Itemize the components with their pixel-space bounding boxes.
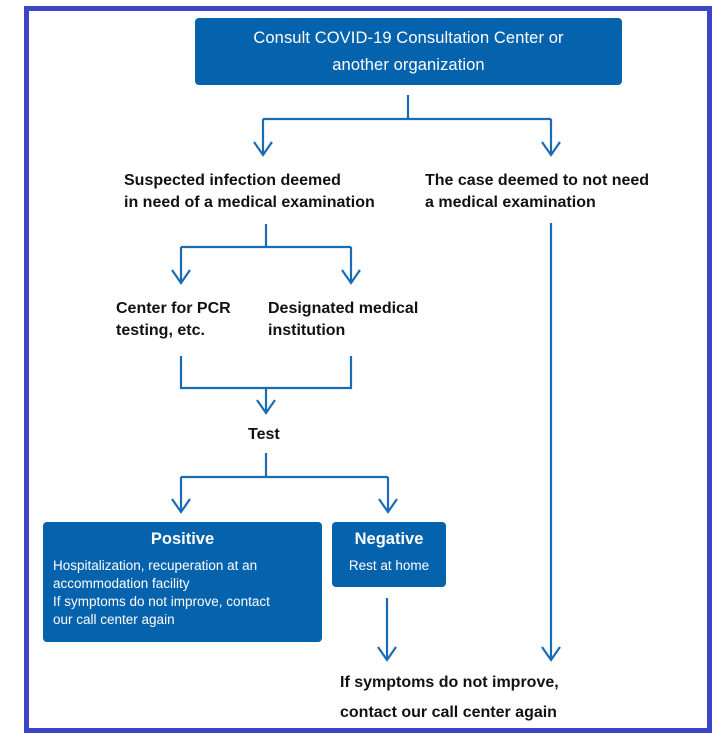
negative-body: Rest at home	[340, 557, 438, 575]
negative-title: Negative	[354, 530, 424, 548]
no-exam-node: The case deemed to not need a medical ex…	[425, 170, 649, 214]
body-line: our call center again	[53, 612, 175, 627]
arrowhead-to-suspected	[253, 141, 273, 157]
start-node-line: another organization	[332, 55, 485, 74]
negative-node: Negative Rest at home	[332, 522, 446, 587]
arrowhead-negative-final	[377, 646, 397, 662]
arrowhead-to-pcr	[171, 269, 191, 285]
body-line: accommodation facility	[53, 576, 190, 591]
arrowhead-to-no-exam	[541, 141, 561, 157]
node-line: in need of a medical examination	[124, 194, 375, 211]
connector-suspected-split	[181, 224, 351, 249]
arrowhead-to-positive	[171, 498, 191, 514]
node-line: testing, etc.	[116, 322, 205, 339]
pcr-center-node: Center for PCR testing, etc.	[116, 298, 231, 342]
connector-start-split	[263, 95, 551, 121]
node-line: Designated medical	[268, 300, 419, 317]
arrowhead-to-designated	[341, 269, 361, 285]
designated-institution-node: Designated medical institution	[268, 298, 418, 342]
node-line: If symptoms do not improve,	[340, 674, 559, 691]
final-node: If symptoms do not improve, contact our …	[340, 668, 559, 728]
node-line: Center for PCR	[116, 300, 231, 317]
node-line: The case deemed to not need	[425, 172, 650, 189]
node-line: contact our call center again	[340, 704, 557, 721]
connector-merge-test	[179, 356, 353, 412]
body-line: Rest at home	[348, 558, 430, 573]
start-node: Consult COVID-19 Consultation Center or …	[195, 18, 622, 85]
positive-title: Positive	[150, 530, 215, 548]
node-line: Suspected infection deemed	[124, 172, 341, 189]
body-line: If symptoms do not improve, contact	[53, 594, 270, 609]
connector-test-split	[181, 453, 388, 479]
arrowhead-to-negative	[378, 498, 398, 514]
body-line: Hospitalization, recuperation at an	[53, 558, 258, 573]
arrowhead-to-test	[256, 399, 276, 415]
suspected-infection-node: Suspected infection deemed in need of a …	[124, 170, 375, 214]
start-node-line: Consult COVID-19 Consultation Center or	[253, 28, 564, 47]
test-node: Test	[248, 426, 280, 443]
arrowhead-no-exam-final	[541, 646, 561, 662]
node-line: institution	[268, 322, 346, 339]
positive-node: Positive Hospitalization, recuperation a…	[43, 522, 322, 642]
node-line: a medical examination	[425, 194, 596, 211]
positive-body: Hospitalization, recuperation at an acco…	[53, 557, 312, 629]
